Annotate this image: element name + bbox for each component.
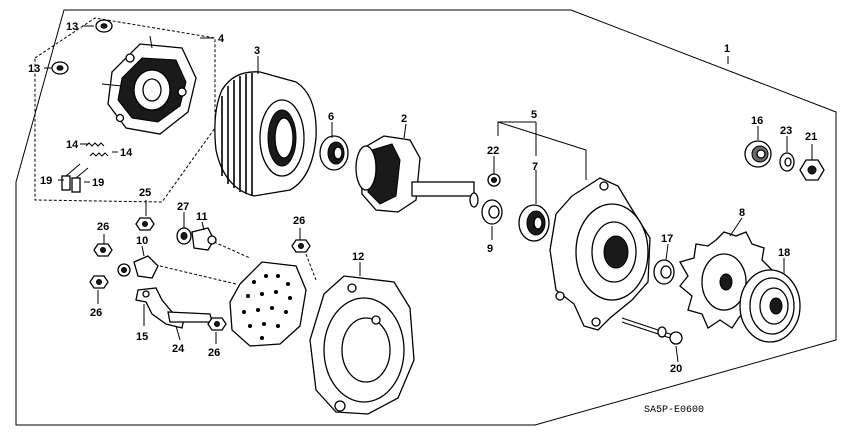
brush-holder-group-box — [34, 17, 216, 203]
terminal-bracket-15 — [135, 287, 213, 329]
callout-13-left: 13 — [28, 63, 40, 75]
callout-22: 22 — [487, 145, 499, 157]
diagram-code: SA5P-E0600 — [644, 405, 704, 416]
callout-10: 10 — [136, 235, 148, 247]
callout-13-top: 13 — [66, 21, 78, 33]
callout-3: 3 — [254, 45, 260, 57]
bearing-6 — [319, 135, 349, 171]
nut-26-a — [93, 243, 113, 257]
callout-26-d: 26 — [293, 215, 305, 227]
nut-26-b — [89, 275, 109, 289]
callout-18: 18 — [778, 247, 790, 259]
insulator-11 — [191, 227, 217, 251]
callout-21: 21 — [805, 131, 817, 143]
brush-19b — [71, 167, 89, 193]
nut-21 — [799, 159, 825, 181]
callout-6: 6 — [328, 111, 334, 123]
nut-26-c — [207, 317, 227, 331]
callout-7: 7 — [532, 161, 538, 173]
spacer-17 — [653, 259, 675, 285]
drive-end-housing-5 — [549, 177, 651, 331]
callout-17: 17 — [661, 233, 673, 245]
rectifier-plate-24 — [229, 261, 307, 347]
callout-16: 16 — [751, 115, 763, 127]
callout-27: 27 — [177, 201, 189, 213]
callout-14-a: 14 — [66, 139, 79, 151]
callout-12: 12 — [352, 251, 364, 263]
bearing-7 — [518, 204, 550, 242]
callout-1: 1 — [724, 43, 730, 55]
callout-14-b: 14 — [120, 147, 133, 159]
washer-13-top — [95, 19, 113, 33]
brush-spring-14b — [89, 152, 109, 157]
callout-23: 23 — [780, 125, 792, 137]
callout-5: 5 — [531, 109, 537, 121]
callout-26-b: 26 — [90, 307, 102, 319]
callout-11: 11 — [196, 211, 208, 223]
rotor-2 — [355, 135, 479, 213]
insulator-10 — [117, 255, 159, 279]
callout-19-b: 19 — [92, 177, 104, 189]
callout-26-c: 26 — [208, 347, 220, 359]
callout-2: 2 — [401, 113, 407, 125]
rear-housing-12 — [309, 275, 415, 415]
callout-4: 4 — [218, 33, 225, 45]
nut-25 — [135, 217, 155, 231]
leader-lines — [44, 25, 813, 363]
callout-8: 8 — [739, 207, 745, 219]
through-bolt-20 — [621, 317, 683, 345]
callout-9: 9 — [487, 243, 493, 255]
callout-15: 15 — [136, 331, 148, 343]
nut-26-d — [291, 239, 311, 253]
callout-24: 24 — [172, 343, 185, 355]
washer-23 — [779, 152, 795, 172]
pulley-18 — [739, 269, 801, 343]
fitting-22 — [487, 173, 501, 187]
rectifier-assembly-4 — [101, 35, 197, 135]
brush-spring-14a — [85, 142, 105, 147]
brush-19a — [61, 163, 81, 191]
callout-19-a: 19 — [40, 175, 52, 187]
assembly-outline — [15, 9, 837, 426]
callout-20: 20 — [670, 363, 682, 375]
stator-3 — [214, 71, 317, 197]
washer-27 — [176, 227, 192, 245]
bearing-16 — [744, 140, 772, 168]
callout-26-a: 26 — [97, 221, 109, 233]
collar-9 — [481, 199, 503, 225]
washer-13-left — [51, 61, 69, 75]
callout-25: 25 — [139, 187, 151, 199]
